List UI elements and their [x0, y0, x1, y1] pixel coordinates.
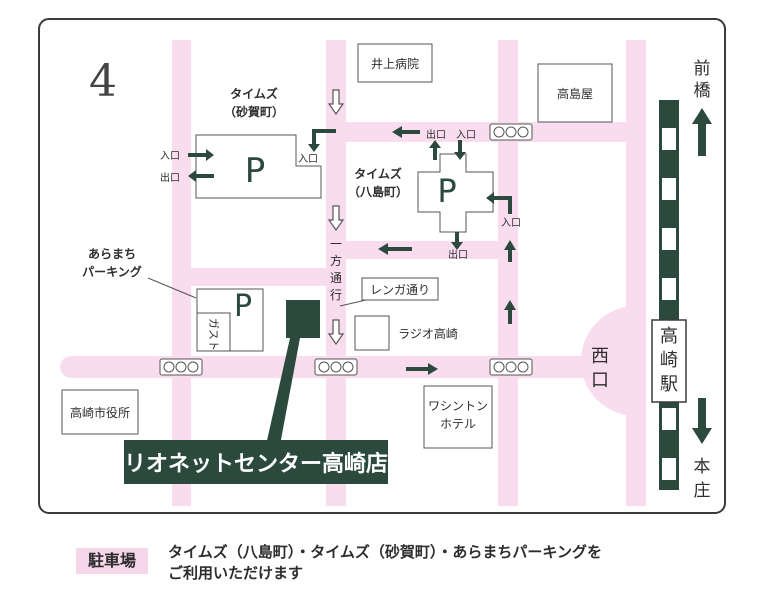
arrow-up-maebashi-icon	[692, 108, 712, 156]
traffic-arrow-left-top-icon	[392, 126, 420, 138]
parking-legend: 駐車場 タイムズ（八島町）・タイムズ（砂賀町）・あらまちパーキングを ご利用いた…	[76, 542, 756, 586]
renga-dori-pointer	[339, 299, 367, 307]
traffic-arrow-up-1-icon	[504, 240, 516, 262]
aramachi-label-2: パーキング	[82, 264, 142, 279]
sunaga-top-entrance-arrow-icon	[308, 129, 336, 152]
city-hall-label: 高崎市役所	[70, 405, 130, 420]
station-west-rotary	[581, 306, 636, 416]
hachijima-exit-up-arrow-icon	[429, 140, 441, 160]
times-sunaga-entrance-top: 入口	[298, 154, 318, 165]
parking-legend-line-1: タイムズ（八島町）・タイムズ（砂賀町）・あらまちパーキングを	[168, 543, 602, 561]
hachijima-side-entrance-arrow-icon	[486, 192, 512, 214]
to-honjo-2: 庄	[694, 481, 711, 501]
one-way-arrow-3-icon	[327, 319, 345, 346]
parking-legend-line-2: ご利用いただけます	[168, 564, 304, 582]
washington-hotel-building	[423, 385, 493, 449]
takashimaya-label: 高島屋	[557, 86, 593, 101]
washington-label-1: ワシントン	[428, 399, 488, 413]
station-name-3: 駅	[660, 374, 678, 395]
times-hachijima-label-1: タイムズ	[354, 166, 402, 181]
traffic-arrow-right-main-icon	[406, 363, 438, 375]
renga-dori-callout	[361, 277, 439, 301]
one-way-char-4: 行	[330, 288, 342, 302]
traffic-light-main-left	[159, 358, 203, 376]
to-honjo-1: 本	[694, 457, 711, 477]
store-name-label: リオネットセンター高崎店	[124, 451, 388, 477]
times-hachijima-exit-top: 出口	[426, 128, 446, 141]
arrow-down-honjo-icon	[692, 398, 712, 444]
station-box	[651, 319, 687, 403]
traffic-arrow-left-middle-icon	[378, 243, 412, 255]
inoue-hospital-label: 井上病院	[371, 56, 419, 71]
times-sunaga-lot	[195, 134, 322, 199]
renga-dori-label: レンガ通り	[370, 283, 430, 297]
one-way-char-1: 一	[330, 237, 342, 251]
one-way-char-3: 通	[330, 271, 342, 285]
store-building	[286, 300, 320, 338]
times-sunaga-entrance-side: 入口	[160, 151, 180, 162]
to-maebashi-2: 橋	[694, 81, 711, 101]
one-way-arrow-1-icon	[327, 89, 345, 116]
compass-number: 4	[89, 56, 117, 107]
traffic-light-main-right	[489, 358, 533, 376]
parking-legend-text: タイムズ（八島町）・タイムズ（砂賀町）・あらまちパーキングを ご利用いただけます	[168, 542, 602, 584]
times-hachijima-p-icon: P	[437, 172, 456, 210]
hachijima-entrance-down-arrow-icon	[454, 140, 466, 160]
traffic-light-main-center	[314, 358, 358, 376]
railway	[659, 100, 679, 490]
times-hachijima-entrance-top: 入口	[456, 130, 476, 141]
times-hachijima-exit-bottom: 出口	[448, 248, 468, 261]
hachijima-exit-down-arrow-icon	[451, 232, 463, 250]
west-exit-2: 口	[591, 370, 609, 391]
city-hall-building	[61, 389, 139, 435]
traffic-light-top	[489, 123, 533, 141]
sunaga-exit-arrow-icon	[188, 170, 214, 182]
takashimaya-building	[537, 63, 613, 123]
map-frame	[38, 18, 726, 514]
washington-label-2: ホテル	[440, 417, 476, 431]
radio-takasaki-building	[354, 315, 390, 351]
times-sunaga-label-2: （砂賀町）	[224, 104, 284, 119]
road-horizontal-aramachi	[191, 268, 326, 286]
one-way-char-2: 方	[330, 253, 342, 268]
gusto-label: ガスト	[207, 318, 220, 351]
road-vertical-center	[498, 40, 518, 506]
times-hachijima-lot	[417, 153, 494, 233]
road-vertical-one-way	[326, 40, 346, 506]
traffic-lights	[159, 123, 533, 376]
road-vertical-left	[172, 40, 191, 506]
gusto-building	[196, 312, 231, 352]
one-way-arrow-2-icon	[327, 205, 345, 232]
road-vertical-right	[626, 40, 646, 506]
times-sunaga-label-1: タイムズ	[230, 86, 278, 101]
sunaga-entrance-arrow-icon	[188, 149, 214, 161]
aramachi-p-icon: P	[234, 289, 252, 324]
store-name-banner	[124, 440, 388, 484]
inoue-hospital-building	[357, 43, 433, 83]
times-sunaga-exit: 出口	[160, 171, 180, 184]
parking-badge: 駐車場	[76, 548, 148, 574]
to-maebashi-1: 前	[694, 59, 711, 79]
road-horizontal-top	[326, 122, 646, 142]
area-map: 4 高 崎 駅 前 橋 本 庄 西 口 井上病院 高島屋 ラ	[38, 18, 726, 514]
west-exit-1: 西	[591, 346, 609, 367]
times-sunaga-p-icon: P	[245, 151, 266, 191]
station-name-1: 高	[660, 326, 678, 347]
road-horizontal-middle	[346, 241, 518, 259]
radio-takasaki-label: ラジオ高崎	[398, 326, 458, 341]
aramachi-pointer	[147, 277, 197, 299]
traffic-arrow-up-2-icon	[504, 300, 516, 324]
station-name-2: 崎	[660, 350, 678, 371]
store-pointer	[266, 338, 300, 445]
aramachi-label-1: あらまち	[88, 247, 136, 261]
times-hachijima-label-2: （八島町）	[348, 184, 408, 199]
times-hachijima-entrance-side: 入口	[501, 218, 521, 229]
